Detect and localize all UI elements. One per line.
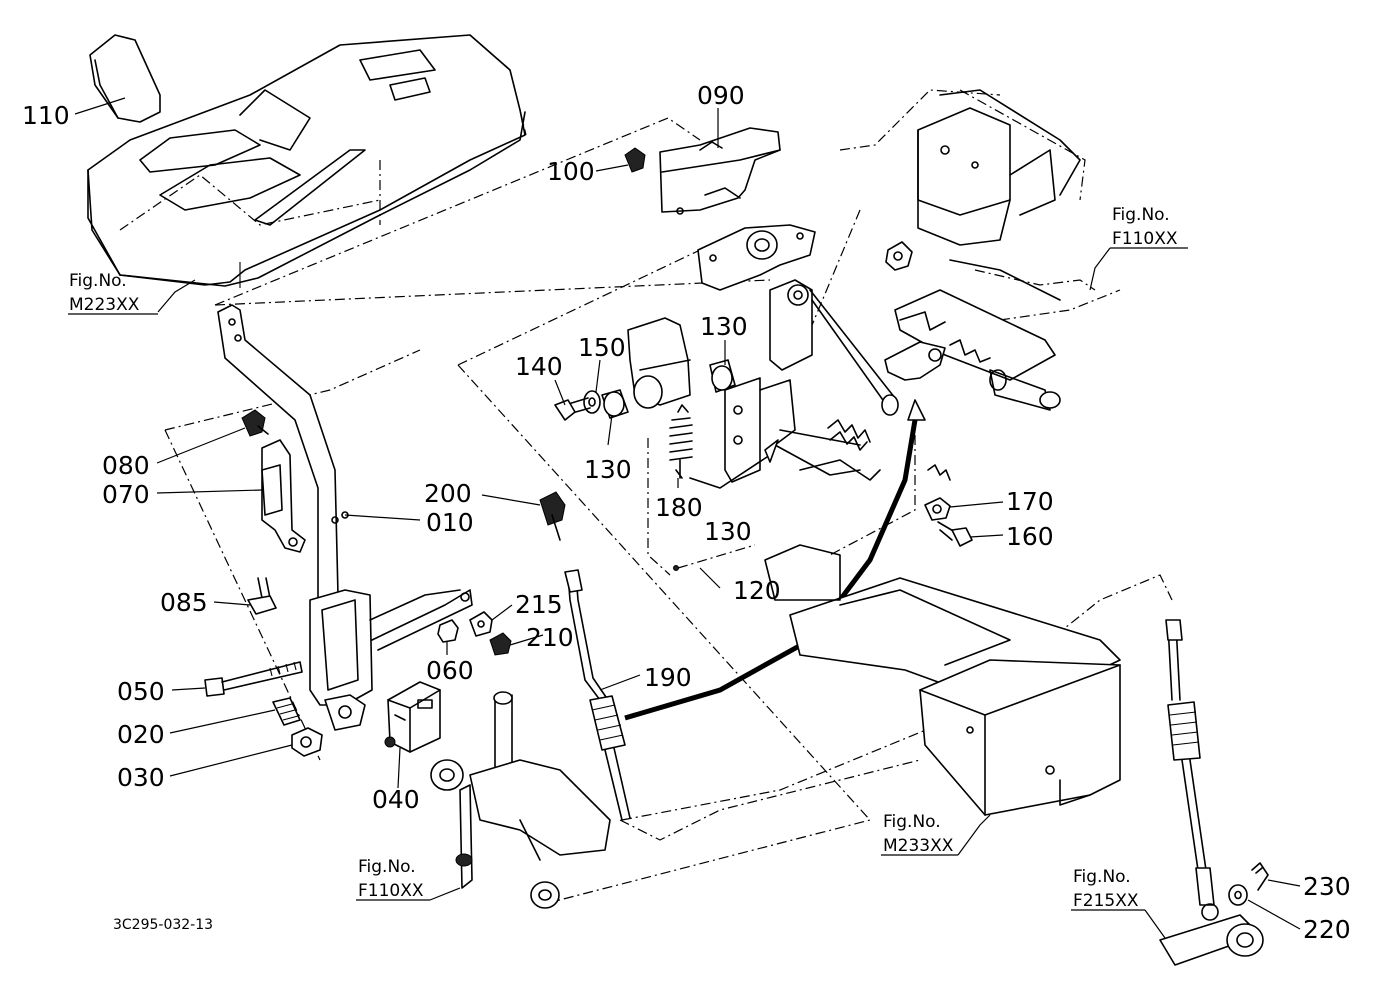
svg-text:Fig.No.: Fig.No. [358, 857, 416, 877]
label-130-left: 130 [584, 455, 632, 484]
fig-ref-m223xx: Fig.No. M223XX [68, 271, 158, 315]
svg-text:F110XX: F110XX [1112, 229, 1178, 249]
svg-text:M233XX: M233XX [883, 836, 954, 856]
svg-text:Fig.No.: Fig.No. [69, 271, 127, 291]
spring-right [827, 419, 871, 451]
label-130-top: 130 [700, 312, 748, 341]
mount-bracket-lower [430, 691, 611, 909]
label-080: 080 [102, 451, 150, 480]
part-labels: 110 090 100 130 150 140 130 180 130 120 … [22, 81, 1351, 944]
label-030: 030 [117, 763, 165, 792]
spring-lower [927, 464, 951, 481]
bracket-070 [261, 439, 306, 553]
label-010: 010 [426, 508, 474, 537]
figure-refs: Fig.No. M223XX Fig.No. F110XX Fig.No. F1… [68, 205, 1188, 911]
nut-210 [489, 632, 512, 656]
shaft-right [989, 369, 1061, 411]
washer-215 [469, 611, 493, 637]
label-230: 230 [1303, 872, 1351, 901]
switch-block-040 [384, 681, 441, 753]
arm-right [1159, 914, 1264, 966]
label-120: 120 [733, 576, 781, 605]
label-220: 220 [1303, 915, 1351, 944]
label-140: 140 [515, 352, 563, 381]
svg-text:F110XX: F110XX [358, 881, 424, 901]
label-020: 020 [117, 720, 165, 749]
nut-060 [437, 619, 459, 643]
washer-150 [583, 390, 601, 414]
pivot-bracket [724, 279, 899, 483]
collar-130a [709, 359, 736, 393]
label-070: 070 [102, 480, 150, 509]
group-outline-120 [647, 438, 756, 576]
bolt-050 [204, 661, 303, 697]
bracket-090 [659, 127, 781, 215]
label-170: 170 [1006, 487, 1054, 516]
label-050: 050 [117, 677, 165, 706]
detent-plate [884, 289, 1056, 381]
bolt-140 [554, 397, 591, 421]
nut-top-right [885, 241, 913, 271]
control-cable-right [1165, 619, 1219, 921]
label-215: 215 [515, 590, 563, 619]
plate-assembly [697, 224, 816, 291]
label-200: 200 [424, 479, 472, 508]
washer-220 [1228, 884, 1248, 906]
label-040: 040 [372, 785, 420, 814]
cable-end-200 [539, 491, 566, 541]
label-060: 060 [426, 656, 474, 685]
cover-panel [87, 34, 527, 288]
collar-130b [601, 389, 629, 419]
label-160: 160 [1006, 522, 1054, 551]
label-110: 110 [22, 101, 70, 130]
label-090: 090 [697, 81, 745, 110]
label-150: 150 [578, 333, 626, 362]
spring-holder-120 [627, 317, 691, 409]
bolt-100 [624, 147, 646, 173]
washer-170 [924, 497, 951, 521]
support-frame-top [917, 89, 1096, 301]
svg-text:Fig.No.: Fig.No. [883, 812, 941, 832]
lever-bracket [309, 589, 473, 731]
leader-lines [74, 97, 1301, 939]
label-130-lower: 130 [704, 517, 752, 546]
bolt-080 [241, 409, 269, 437]
nut-030 [291, 727, 323, 757]
shift-knob [89, 34, 161, 123]
screw-020 [272, 697, 301, 726]
svg-text:Fig.No.: Fig.No. [1112, 205, 1170, 225]
label-190: 190 [644, 663, 692, 692]
fig-ref-f110xx-bottom: Fig.No. F110XX [356, 857, 430, 901]
svg-text:F215XX: F215XX [1073, 891, 1139, 911]
label-085: 085 [160, 588, 208, 617]
fig-ref-m233xx: Fig.No. M233XX [881, 812, 958, 856]
bolt-085 [247, 577, 277, 615]
drawing-code: 3C295-032-13 [113, 917, 213, 933]
fig-ref-f110xx-top: Fig.No. F110XX [1110, 205, 1188, 249]
label-100: 100 [547, 157, 595, 186]
bolt-160 [937, 521, 973, 547]
fig-ref-f215xx: Fig.No. F215XX [1071, 867, 1145, 911]
svg-text:Fig.No.: Fig.No. [1073, 867, 1131, 887]
label-180: 180 [655, 493, 703, 522]
label-210: 210 [526, 623, 574, 652]
spring-180 [669, 404, 779, 489]
svg-text:M223XX: M223XX [69, 295, 140, 315]
pin-230 [1251, 862, 1269, 891]
support-frame-lower [764, 544, 1121, 816]
